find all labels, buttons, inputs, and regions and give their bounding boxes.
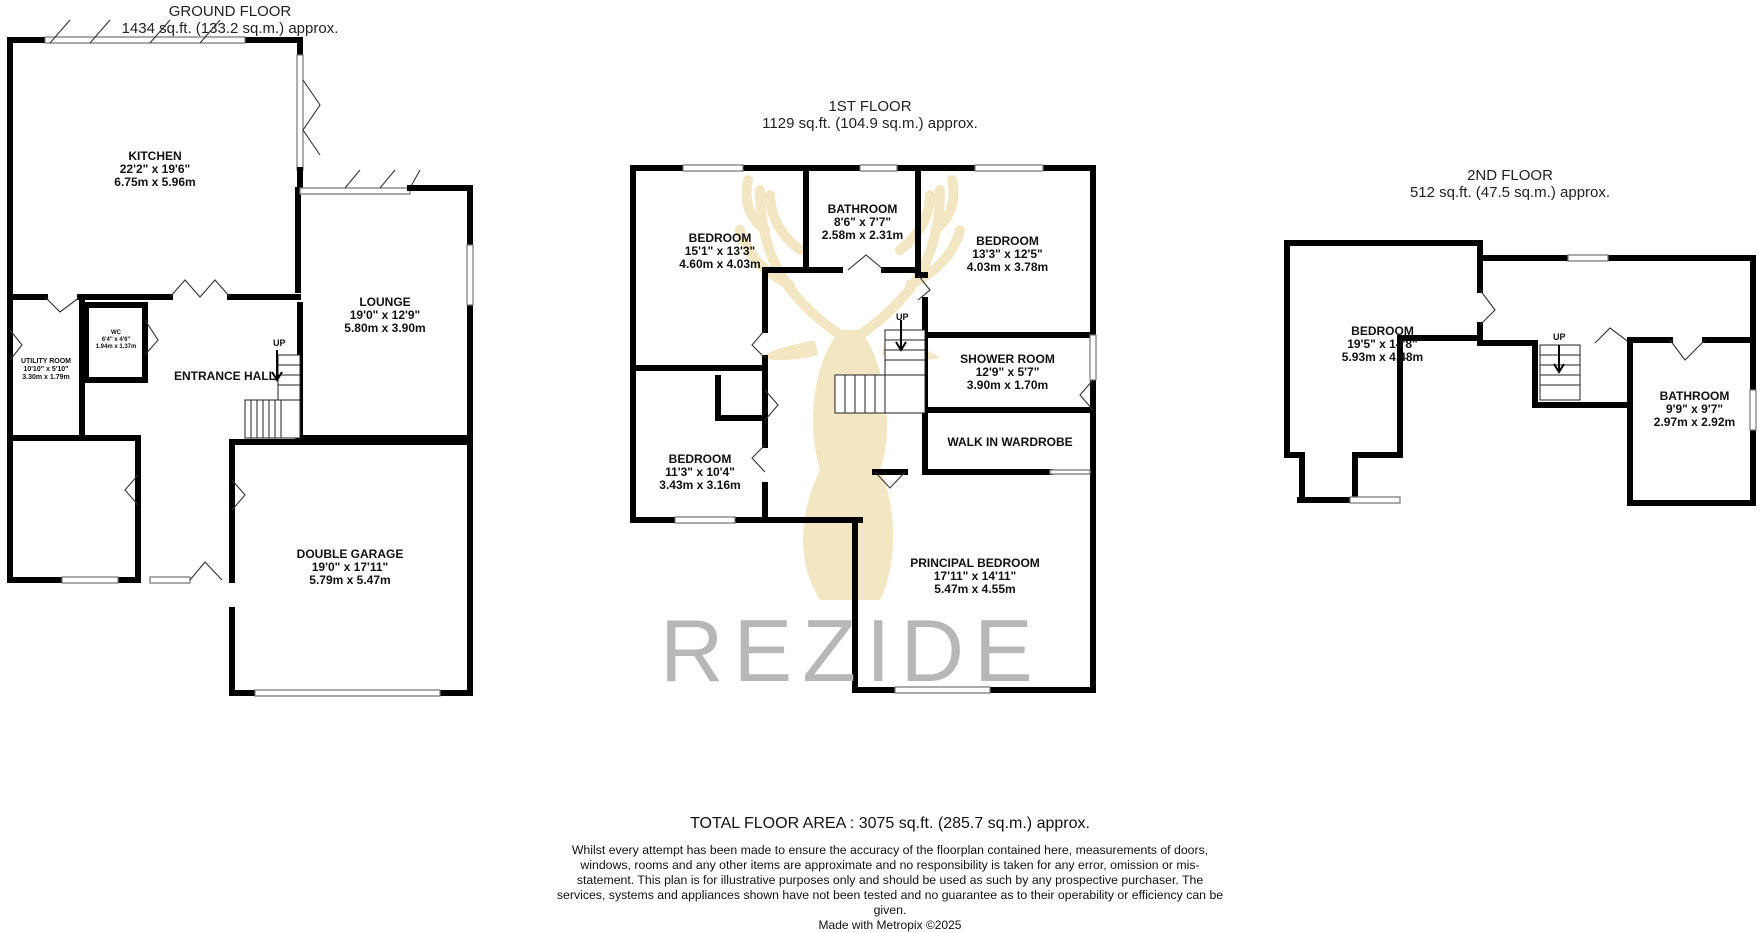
room-imperial: 10'10" x 5'10": [23, 366, 69, 373]
room-name: BATHROOM: [827, 202, 898, 216]
room-name: PRINCIPAL BEDROOM: [910, 556, 1040, 570]
first-floor-plan: [630, 164, 1097, 694]
second-floor-header: 2ND FLOOR 512 sq.ft. (47.5 sq.m.) approx…: [1360, 167, 1660, 201]
room-name: UTILITY ROOM: [20, 358, 72, 365]
room-name: ENTRANCE HALL: [174, 369, 276, 383]
room-second-bathroom: BATHROOM 9'9" x 9'7" 2.97m x 2.92m: [1637, 390, 1752, 429]
room-name: WC: [111, 330, 121, 336]
room-metric: 3.43m x 3.16m: [659, 478, 741, 492]
room-name: WALK IN WARDROBE: [947, 435, 1073, 449]
room-name: BEDROOM: [668, 452, 732, 466]
room-utility: UTILITY ROOM 10'10" x 5'10" 3.30m x 1.79…: [12, 358, 80, 382]
room-metric: 2.58m x 2.31m: [821, 228, 904, 242]
room-second-bedroom: BEDROOM 19'5" x 14'8" 5.93m x 4.48m: [1320, 325, 1445, 364]
ground-floor-title: GROUND FLOOR: [168, 3, 292, 20]
room-imperial: 11'3" x 10'4": [665, 465, 735, 479]
second-floor-plan: [1284, 240, 1757, 506]
room-imperial: 8'6" x 7'7": [833, 215, 892, 229]
room-metric: 2.97m x 2.92m: [1653, 415, 1736, 429]
room-name: BATHROOM: [1659, 389, 1730, 403]
room-first-bedroom-1: BEDROOM 15'1" x 13'3" 4.60m x 4.03m: [655, 232, 785, 271]
room-double-garage: DOUBLE GARAGE 19'0" x 17'11" 5.79m x 5.4…: [285, 548, 415, 587]
room-metric: 5.47m x 4.55m: [934, 582, 1016, 596]
room-shower: SHOWER ROOM 12'9" x 5'7" 3.90m x 1.70m: [945, 353, 1070, 392]
room-imperial: 19'5" x 14'8": [1347, 337, 1418, 351]
room-metric: 3.30m x 1.79m: [22, 374, 70, 381]
room-walk-in-wardrobe: WALK IN WARDROBE: [935, 436, 1085, 449]
second-floor-title: 2ND FLOOR: [1467, 167, 1553, 184]
room-imperial: 22'2" x 19'6": [119, 162, 191, 176]
watermark-text: REZIDE: [660, 601, 1043, 700]
room-imperial: 9'9" x 9'7": [1665, 402, 1724, 416]
room-metric: 3.90m x 1.70m: [966, 378, 1049, 392]
room-name: BEDROOM: [688, 231, 752, 245]
room-name: BEDROOM: [976, 234, 1039, 248]
room-first-bedroom-3: BEDROOM 11'3" x 10'4" 3.43m x 3.16m: [645, 453, 755, 492]
first-stairs: [834, 320, 926, 414]
first-floor-header: 1ST FLOOR 1129 sq.ft. (104.9 sq.m.) appr…: [720, 98, 1020, 132]
room-imperial: 19'0" x 17'11": [311, 560, 389, 574]
ground-stairs: [244, 350, 301, 439]
ground-floor-plan: [7, 19, 474, 697]
disclaimer-text: Whilst every attempt has been made to en…: [556, 843, 1224, 917]
second-stairs: [1539, 344, 1581, 401]
total-floor-area: TOTAL FLOOR AREA : 3075 sq.ft. (285.7 sq…: [690, 815, 1090, 832]
room-name: BEDROOM: [1351, 324, 1414, 338]
room-imperial: 13'3" x 12'5": [972, 247, 1043, 261]
second-up-label: UP: [1553, 332, 1566, 342]
room-name: KITCHEN: [128, 149, 182, 163]
room-metric: 6.75m x 5.96m: [114, 175, 196, 189]
room-metric: 4.60m x 4.03m: [679, 257, 761, 271]
room-name: SHOWER ROOM: [960, 352, 1055, 366]
room-metric: 5.93m x 4.48m: [1341, 350, 1424, 364]
ground-up-label: UP: [273, 338, 286, 348]
room-imperial: 19'0" x 12'9": [349, 308, 421, 322]
ground-floor-area: 1434 sq.ft. (133.2 sq.m.) approx.: [121, 20, 339, 37]
room-imperial: 17'11" x 14'11": [933, 569, 1017, 583]
room-wc: WC 6'4" x 4'6" 1.94m x 1.37m: [88, 330, 144, 351]
room-imperial: 6'4" x 4'6": [101, 337, 131, 343]
room-metric: 5.79m x 5.47m: [309, 573, 391, 587]
ground-floor-header: GROUND FLOOR 1434 sq.ft. (133.2 sq.m.) a…: [80, 3, 380, 37]
room-first-bedroom-2: BEDROOM 13'3" x 12'5" 4.03m x 3.78m: [945, 235, 1070, 274]
room-first-bathroom: BATHROOM 8'6" x 7'7" 2.58m x 2.31m: [805, 203, 920, 242]
room-principal-bedroom: PRINCIPAL BEDROOM 17'11" x 14'11" 5.47m …: [895, 557, 1055, 596]
room-imperial: 15'1" x 13'3": [684, 244, 756, 258]
room-entrance-hall: ENTRANCE HALL: [160, 370, 290, 383]
room-metric: 5.80m x 3.90m: [344, 321, 426, 335]
first-floor-area: 1129 sq.ft. (104.9 sq.m.) approx.: [762, 115, 978, 132]
metropix-credit: Made with Metropix ©2025: [818, 918, 962, 932]
room-kitchen: KITCHEN 22'2" x 19'6" 6.75m x 5.96m: [100, 150, 210, 189]
room-metric: 4.03m x 3.78m: [966, 260, 1049, 274]
room-lounge: LOUNGE 19'0" x 12'9" 5.80m x 3.90m: [330, 296, 440, 335]
room-name: DOUBLE GARAGE: [296, 547, 404, 561]
second-floor-area: 512 sq.ft. (47.5 sq.m.) approx.: [1409, 184, 1611, 201]
room-name: LOUNGE: [359, 295, 411, 309]
room-metric: 1.94m x 1.37m: [95, 344, 137, 350]
room-imperial: 12'9" x 5'7": [975, 365, 1040, 379]
first-up-label: UP: [896, 312, 909, 322]
first-floor-title: 1ST FLOOR: [828, 98, 912, 115]
